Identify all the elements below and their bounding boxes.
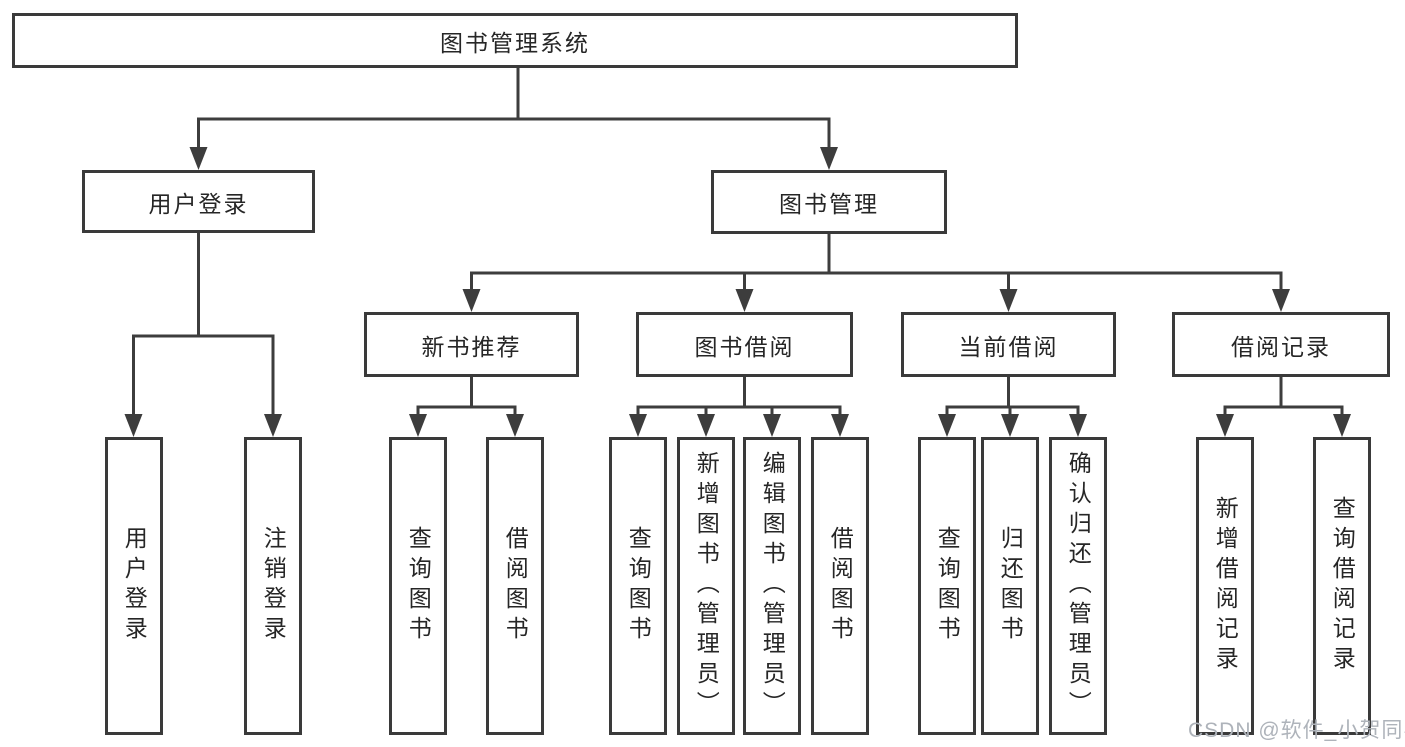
leaf-query-books-current: 查询图书 (918, 437, 976, 735)
leaf-query-borrow-record: 查询借阅记录 (1313, 437, 1371, 735)
leaf-query-books-recommendation: 查询图书 (389, 437, 447, 735)
node-label: 借阅图书 (827, 526, 854, 646)
node-label: 查询图书 (405, 526, 432, 646)
node-label: 注销登录 (260, 526, 287, 646)
leaf-edit-books-admin: 编辑图书（管理员） (743, 437, 801, 735)
leaf-borrow-books-recommendation: 借阅图书 (486, 437, 544, 735)
node-label: 用户登录 (121, 526, 148, 646)
node-label: 查询借阅记录 (1329, 496, 1356, 676)
node-user-login: 用户登录 (82, 170, 315, 233)
node-label: 图书借阅 (694, 333, 795, 360)
node-library-management-system: 图书管理系统 (12, 13, 1018, 68)
leaf-query-books-borrowing: 查询图书 (609, 437, 667, 735)
node-new-book-recommendation: 新书推荐 (364, 312, 579, 377)
node-label: 借阅图书 (502, 526, 529, 646)
node-label: 查询图书 (934, 526, 961, 646)
node-label: 新书推荐 (421, 333, 522, 360)
node-label: 用户登录 (148, 190, 249, 217)
leaf-return-books: 归还图书 (981, 437, 1039, 735)
node-borrowing-records: 借阅记录 (1172, 312, 1390, 377)
csdn-watermark: CSDN @软件_小贺同学 (1188, 719, 1405, 742)
node-label: 归还图书 (997, 526, 1024, 646)
leaf-borrow-books-borrowing: 借阅图书 (811, 437, 869, 735)
edge-arrowheads (124, 147, 1351, 437)
node-label: 确认归还（管理员） (1065, 451, 1092, 721)
node-label: 新增图书（管理员） (693, 451, 720, 721)
node-book-management: 图书管理 (711, 170, 947, 234)
leaf-add-books-admin: 新增图书（管理员） (677, 437, 735, 735)
leaf-confirm-return-admin: 确认归还（管理员） (1049, 437, 1107, 735)
leaf-add-borrow-record: 新增借阅记录 (1196, 437, 1254, 735)
node-current-borrowing: 当前借阅 (901, 312, 1116, 377)
node-book-borrowing: 图书借阅 (636, 312, 853, 377)
node-label: 图书管理 (779, 191, 879, 217)
node-label: 图书管理系统 (440, 29, 590, 56)
node-label: 新增借阅记录 (1212, 496, 1239, 676)
node-label: 借阅记录 (1231, 333, 1331, 360)
leaf-logout: 注销登录 (244, 437, 302, 735)
leaf-user-login: 用户登录 (105, 437, 163, 735)
node-label: 当前借阅 (958, 333, 1059, 360)
node-label: 查询图书 (625, 526, 652, 646)
node-label: 编辑图书（管理员） (759, 451, 786, 721)
